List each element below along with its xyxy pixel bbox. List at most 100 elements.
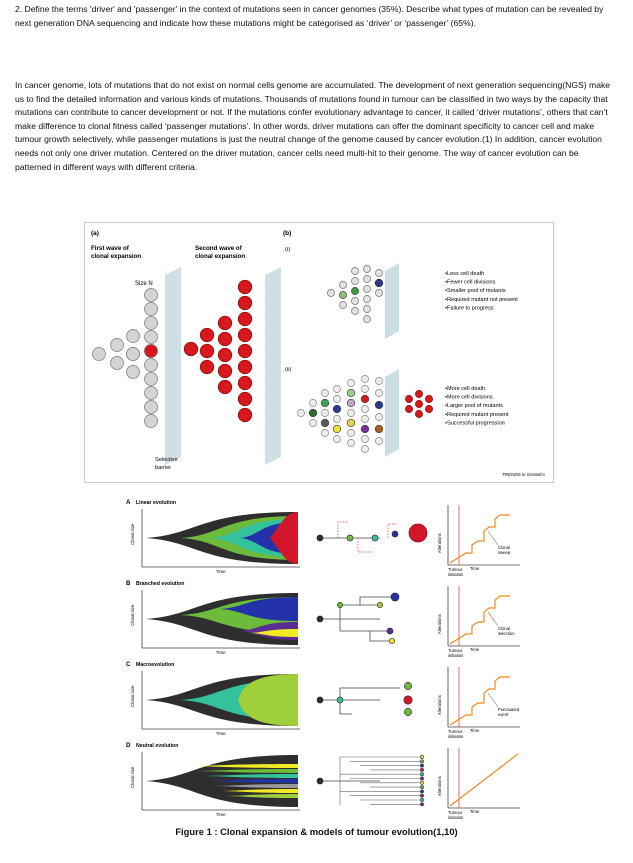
normal-cell <box>144 330 158 344</box>
mutant-cell <box>415 400 423 408</box>
mutant-cell <box>425 405 433 413</box>
mutant-cell <box>217 331 233 347</box>
panel-a-label: (a) <box>91 230 99 237</box>
tree-node <box>377 602 383 608</box>
mutant-cell <box>183 341 199 357</box>
mutant-cell <box>374 278 384 288</box>
panel-title: Macroevolution <box>136 662 174 668</box>
extinct-branch <box>337 521 396 553</box>
normal-cell <box>339 301 347 309</box>
tree-node <box>316 534 324 542</box>
mutant-cell <box>308 408 318 418</box>
mutant-cell <box>415 410 423 418</box>
first-wave-cells <box>92 288 158 428</box>
model-annotation: selection <box>498 631 515 636</box>
normal-cell <box>375 413 383 421</box>
tree-node <box>420 802 424 807</box>
outcome-item: •More cell divisions <box>445 395 493 401</box>
mutant-cell <box>351 287 359 295</box>
mutant-cell <box>237 311 253 327</box>
tumour-initiation-label: initiation <box>448 734 464 739</box>
normal-cell <box>361 375 369 383</box>
normal-cell <box>363 275 371 283</box>
size-n-label: Size N <box>135 281 153 287</box>
outcome-item: •Fewer cell divisions <box>445 280 496 286</box>
normal-cell <box>363 295 371 303</box>
normal-cell <box>347 439 355 447</box>
tree-node <box>371 534 379 542</box>
selective-barrier <box>265 267 281 465</box>
alterations-label: Alterations <box>437 614 442 634</box>
clone-band <box>196 769 298 773</box>
mutant-cell <box>405 405 413 413</box>
mutant-cell <box>332 404 342 414</box>
normal-cell <box>363 305 371 313</box>
tumour-initiation-label: Tumour <box>448 810 463 815</box>
tree-node <box>420 763 424 768</box>
mutant-cell <box>217 363 233 379</box>
figure-caption: Figure 1 : Clonal expansion & models of … <box>175 826 458 837</box>
mutant-cell <box>237 279 253 295</box>
normal-cell <box>361 385 369 393</box>
tree-node <box>386 627 394 635</box>
tumour-initiation-label: initiation <box>448 572 464 577</box>
tree-node <box>346 534 354 542</box>
mutant-cell <box>237 407 253 423</box>
tree-node <box>391 530 399 538</box>
normal-cell <box>144 358 158 372</box>
clone-band <box>214 784 298 788</box>
alterations-curve <box>449 514 510 564</box>
normal-cell <box>333 435 341 443</box>
selective-barrier <box>165 267 181 465</box>
clone-band <box>220 789 298 793</box>
tree-node <box>420 772 424 777</box>
annotation-pointer <box>487 530 499 546</box>
normal-cell <box>309 399 317 407</box>
normal-cell <box>297 409 305 417</box>
y-axis-label: Clonal size <box>130 766 135 788</box>
y-axis-label: Clonal size <box>130 523 135 545</box>
clone-band <box>226 794 298 798</box>
normal-cell <box>347 379 355 387</box>
mutant-cell <box>217 379 233 395</box>
clone-band <box>238 674 298 726</box>
normal-cell <box>144 372 158 386</box>
tree-node <box>316 615 324 623</box>
mutant-cell <box>237 295 253 311</box>
outcome-item: •Less cell death <box>445 271 484 277</box>
mutant-cell <box>320 398 330 408</box>
x-axis-label: Time <box>216 812 226 817</box>
tumour-initiation-label: initiation <box>448 653 464 658</box>
mutant-cell <box>360 424 370 434</box>
scenario-ii-cells <box>297 375 433 453</box>
normal-cell <box>126 365 140 379</box>
normal-cell <box>144 386 158 400</box>
normal-cell <box>321 389 329 397</box>
normal-cell <box>361 445 369 453</box>
model-annotation: Clonal <box>498 626 510 631</box>
tree-node <box>420 767 424 772</box>
normal-cell <box>363 315 371 323</box>
selective-barrier-i <box>385 263 399 339</box>
tree-node <box>420 776 424 781</box>
tree-node <box>420 755 424 759</box>
clone-band <box>208 779 298 783</box>
model-annotation: sweep <box>498 550 511 555</box>
panel-letter: C <box>126 661 131 668</box>
scenario-i-cells <box>327 265 384 323</box>
normal-cell <box>144 400 158 414</box>
normal-cell <box>351 267 359 275</box>
outcome-item: •Larger pool of mutants <box>445 403 503 409</box>
mutant-cell <box>332 424 342 434</box>
time-label: Time <box>470 647 480 652</box>
panel-letter: D <box>126 742 131 749</box>
tree-node <box>408 523 428 543</box>
mutant-cell <box>360 394 370 404</box>
tree-node <box>390 592 400 602</box>
tree-branch <box>339 687 400 715</box>
normal-cell <box>375 377 383 385</box>
tree-node <box>420 759 424 764</box>
clone-band <box>250 629 298 637</box>
